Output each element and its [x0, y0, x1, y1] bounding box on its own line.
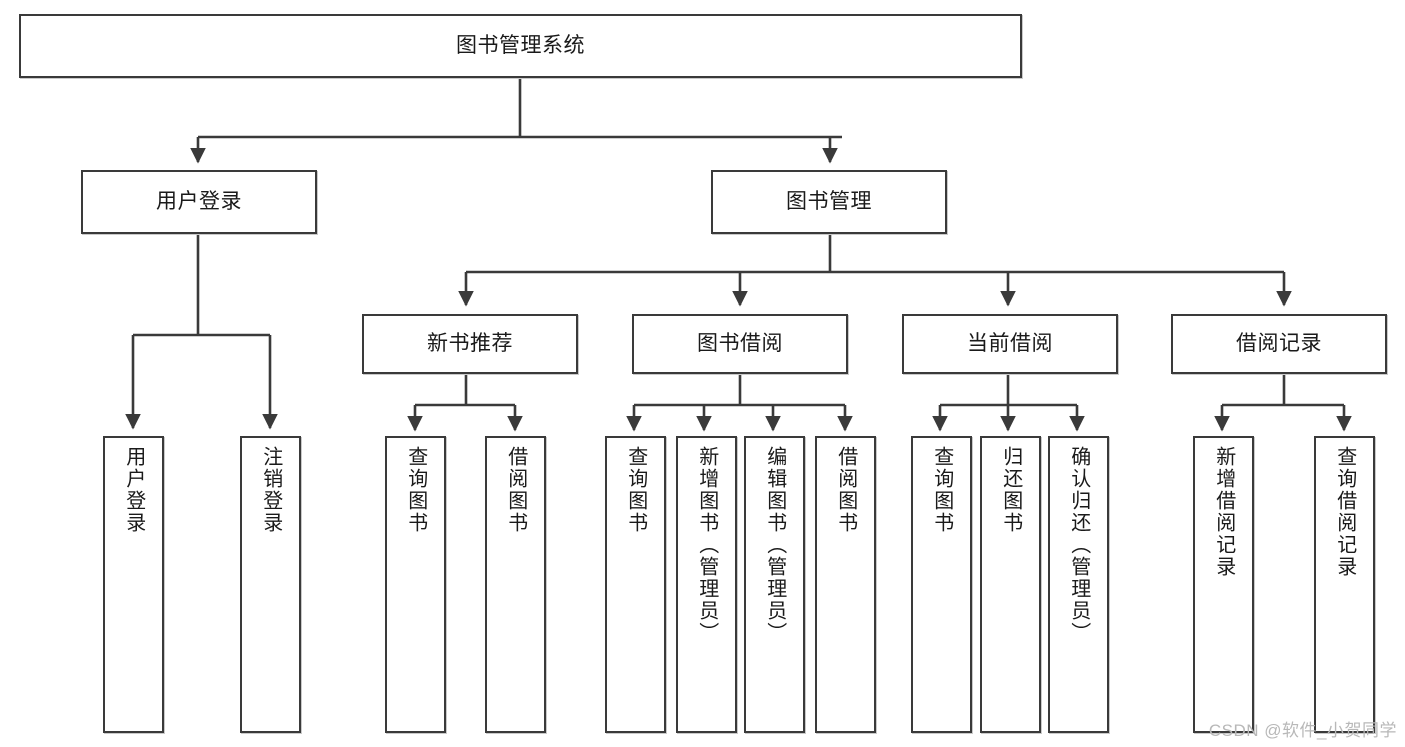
- leaf-add-book-label: 新增图书（管理员）: [695, 446, 718, 644]
- node-book-management[interactable]: 图书管理: [711, 170, 947, 234]
- leaf-logout-login-label: 注销登录: [259, 446, 282, 534]
- leaf-query-book-2-label: 查询图书: [624, 446, 647, 534]
- node-book-borrow[interactable]: 图书借阅: [632, 314, 848, 374]
- node-new-book-recommend-label: 新书推荐: [427, 331, 513, 355]
- csdn-watermark: CSDN @软件_小贺同学: [1208, 721, 1397, 740]
- leaf-query-book-2[interactable]: 查询图书: [605, 436, 666, 733]
- node-root-label: 图书管理系统: [456, 33, 585, 57]
- leaf-logout-login[interactable]: 注销登录: [240, 436, 301, 733]
- leaf-add-record[interactable]: 新增借阅记录: [1193, 436, 1254, 733]
- node-book-borrow-label: 图书借阅: [697, 331, 783, 355]
- leaf-confirm-return-label: 确认归还（管理员）: [1067, 446, 1090, 644]
- node-user-login-label: 用户登录: [156, 189, 242, 213]
- leaf-query-book-1-label: 查询图书: [404, 446, 427, 534]
- node-book-management-label: 图书管理: [786, 189, 872, 213]
- leaf-query-record[interactable]: 查询借阅记录: [1314, 436, 1375, 733]
- leaf-query-book-3-label: 查询图书: [930, 446, 953, 534]
- node-borrow-record-label: 借阅记录: [1236, 331, 1322, 355]
- node-root[interactable]: 图书管理系统: [19, 14, 1022, 78]
- leaf-add-book[interactable]: 新增图书（管理员）: [676, 436, 737, 733]
- leaf-user-login-label: 用户登录: [122, 446, 145, 534]
- node-current-borrow-label: 当前借阅: [967, 331, 1053, 355]
- leaf-borrow-book-1-label: 借阅图书: [504, 446, 527, 534]
- leaf-return-book-label: 归还图书: [999, 446, 1022, 534]
- node-new-book-recommend[interactable]: 新书推荐: [362, 314, 578, 374]
- leaf-borrow-book-2-label: 借阅图书: [834, 446, 857, 534]
- leaf-return-book[interactable]: 归还图书: [980, 436, 1041, 733]
- leaf-confirm-return[interactable]: 确认归还（管理员）: [1048, 436, 1109, 733]
- leaf-user-login[interactable]: 用户登录: [103, 436, 164, 733]
- leaf-borrow-book-2[interactable]: 借阅图书: [815, 436, 876, 733]
- leaf-borrow-book-1[interactable]: 借阅图书: [485, 436, 546, 733]
- leaf-query-record-label: 查询借阅记录: [1333, 446, 1356, 578]
- node-user-login[interactable]: 用户登录: [81, 170, 317, 234]
- node-current-borrow[interactable]: 当前借阅: [902, 314, 1118, 374]
- leaf-edit-book[interactable]: 编辑图书（管理员）: [744, 436, 805, 733]
- leaf-add-record-label: 新增借阅记录: [1212, 446, 1235, 578]
- leaf-query-book-1[interactable]: 查询图书: [385, 436, 446, 733]
- leaf-query-book-3[interactable]: 查询图书: [911, 436, 972, 733]
- leaf-edit-book-label: 编辑图书（管理员）: [763, 446, 786, 644]
- node-borrow-record[interactable]: 借阅记录: [1171, 314, 1387, 374]
